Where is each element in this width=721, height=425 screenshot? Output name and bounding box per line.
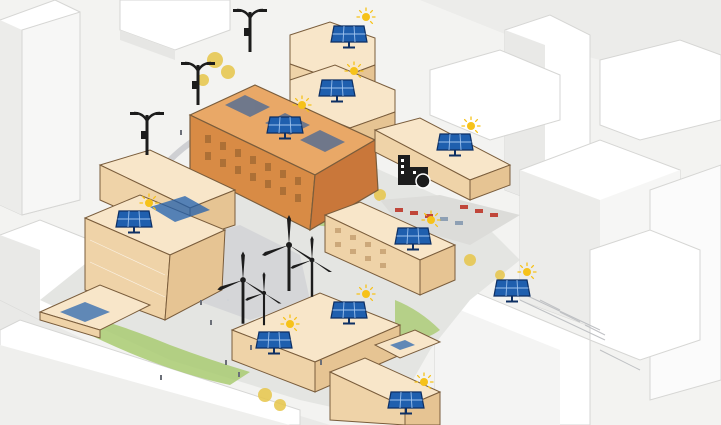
parking-lot-east — [380, 195, 520, 245]
street-lamp-icon — [179, 60, 217, 107]
greenery-east — [395, 300, 440, 339]
context-building-north-east-block — [429, 39, 721, 141]
factory-icon — [398, 155, 431, 189]
greenery-south — [60, 310, 250, 385]
building-central-east — [323, 201, 457, 296]
building-south-east-small — [373, 329, 442, 359]
context-building-north-west — [119, 0, 231, 60]
parking-stripes-south-east — [514, 289, 641, 371]
building-south-west-low — [38, 284, 152, 339]
context-building-west-tower — [0, 0, 81, 216]
building-south-front — [328, 357, 442, 425]
context-building-east-row — [519, 139, 721, 401]
sun-icon — [356, 7, 376, 25]
street-lamp-icon — [231, 7, 269, 54]
street-lamp-icon — [128, 110, 166, 157]
context-building-south-west-bar — [0, 319, 301, 425]
building-south-west-large — [83, 194, 227, 321]
